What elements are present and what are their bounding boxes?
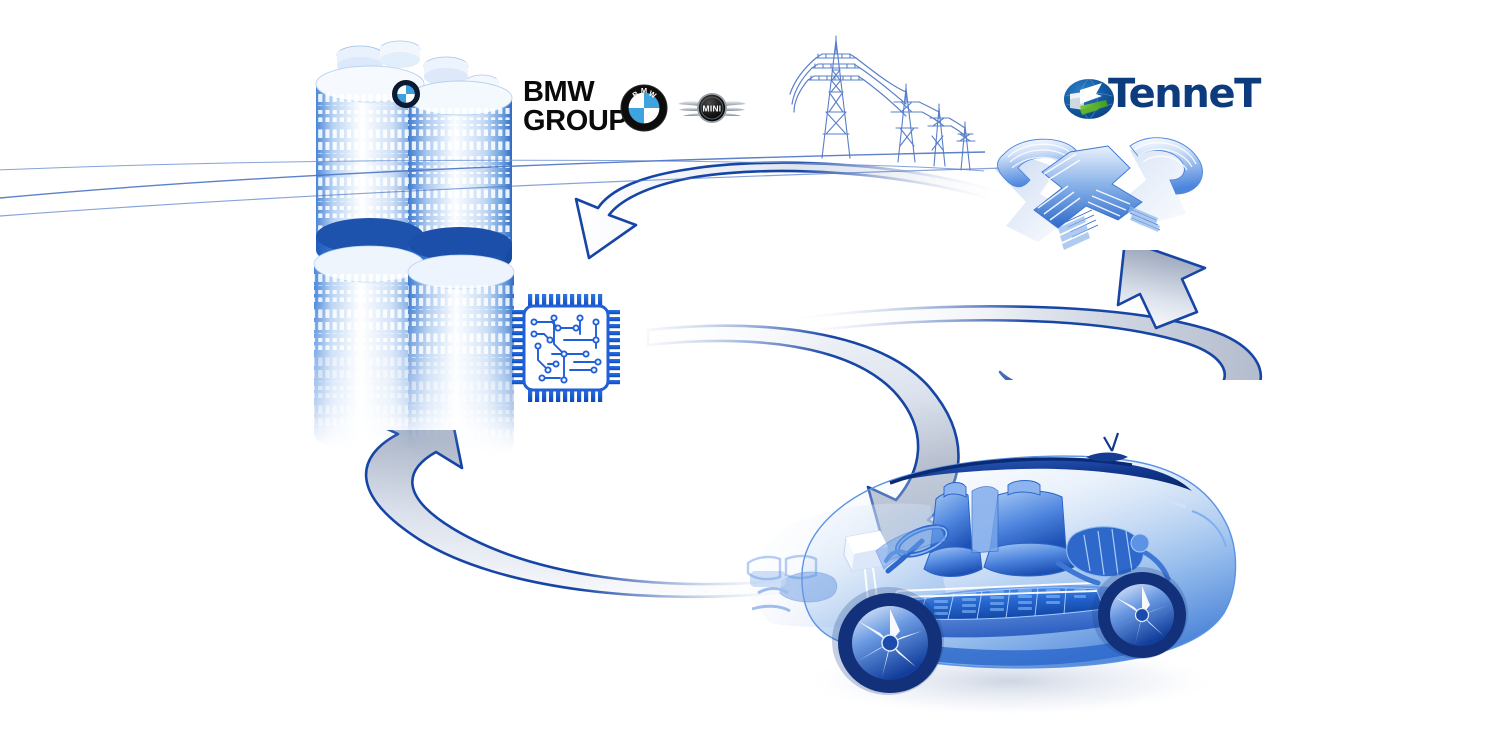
backend-chip-icon (512, 294, 620, 402)
tennet-headquarters-building (994, 137, 1204, 250)
building-central-body (1033, 145, 1143, 229)
car-seats (923, 480, 1075, 577)
chip-pins-right (606, 310, 620, 385)
tower-cylinder-lower-left (313, 245, 425, 452)
building-slab-fills (1058, 206, 1160, 250)
transmission-pylons-icon (0, 35, 985, 172)
bmw-roundel-logo: B M W (620, 84, 668, 132)
pylon-2 (890, 83, 923, 163)
chip-pins-left (512, 310, 526, 385)
horizon-sweep-lines (0, 151, 1006, 217)
car-dashboard (875, 524, 947, 570)
car-roof-edge (889, 457, 1133, 485)
bmw-i3-electric-vehicle (746, 432, 1237, 717)
tennet-wordmark: TenneT (1108, 71, 1261, 117)
building-wing-right (1129, 137, 1203, 195)
svg-text:B: B (631, 89, 641, 100)
tennet-emblem-icon (1064, 78, 1114, 120)
svg-text:W: W (647, 89, 659, 101)
car-roof (890, 459, 1192, 491)
tower-cylinder-upper-right (407, 80, 513, 263)
car-antenna (1103, 432, 1120, 452)
tower-cylinder-lower-right (407, 254, 515, 461)
car-kidney-grille (746, 554, 818, 581)
svg-text:M: M (641, 86, 647, 95)
pylon-main (807, 35, 865, 159)
bmw-group-wordmark: BMW GROUP (523, 76, 628, 137)
svg-text:MINI: MINI (703, 104, 722, 114)
car-antenna-base (1086, 452, 1128, 462)
car-charging-control-box (843, 530, 889, 572)
car-rear-hatch-line (1191, 510, 1227, 548)
car-rear-drivetrain (1055, 526, 1171, 586)
car-front-wheel (832, 587, 944, 695)
power-lines (789, 57, 966, 137)
chip-circuit-nodes (530, 314, 602, 384)
bmw-headquarters-tower (313, 40, 515, 461)
car-front-mechanicals (750, 571, 838, 613)
pylon-4 (956, 121, 976, 171)
horizon-lines (0, 159, 985, 172)
chip-pins-top (528, 294, 603, 308)
bmw-roundel-icon-on-tower (392, 80, 420, 108)
vehicle-to-tennet-arrow (798, 238, 1263, 425)
car-rear-badge (1167, 499, 1187, 509)
tennet-white-flag (1080, 83, 1102, 104)
car-rear-wheel (1092, 567, 1188, 659)
chip-pins-bottom (528, 388, 603, 402)
mini-logo: MINI (678, 93, 746, 123)
